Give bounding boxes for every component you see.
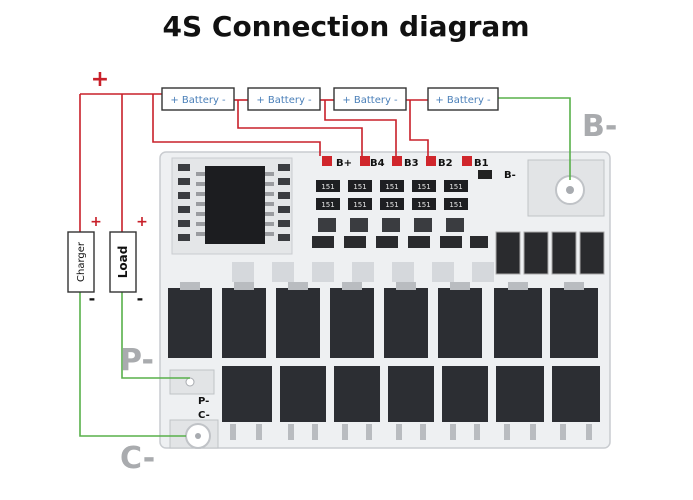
resistor-marking: 151 xyxy=(449,183,462,191)
resistor-marking: 151 xyxy=(321,183,334,191)
resistor-marking: 151 xyxy=(321,201,334,209)
charger-minus-label: - xyxy=(89,289,96,308)
battery-3-label: + Battery - xyxy=(342,95,398,106)
charger-plus-label: + xyxy=(90,214,102,230)
shunt-resistors xyxy=(495,231,605,275)
mosfet-legs-bottom xyxy=(230,424,592,440)
charger-label: Charger xyxy=(76,241,87,282)
resistor-marking: 151 xyxy=(385,183,398,191)
p-minus-pad-label: P- xyxy=(198,396,209,407)
balance-pads: B+ B4 B3 B2 B1 xyxy=(322,156,492,179)
load-plus-label: + xyxy=(136,214,148,230)
mosfet-tabs-top xyxy=(180,282,584,290)
pad-label-b2: B2 xyxy=(438,158,453,169)
b-minus-pad: B- xyxy=(504,159,605,217)
battery-4: + Battery - xyxy=(427,87,499,111)
positive-terminal-label: + xyxy=(91,67,109,92)
diagram-title: 4S Connection diagram xyxy=(163,10,530,43)
pad-label-b3: B3 xyxy=(404,158,419,169)
c-minus-label: C- xyxy=(120,441,155,476)
mosfet-row-bottom xyxy=(222,366,600,422)
smd-part xyxy=(478,170,492,179)
load: Load + - xyxy=(109,214,148,308)
positive-wires xyxy=(79,93,430,232)
pad-label-b4: B4 xyxy=(370,158,385,169)
c-minus-pad-label: C- xyxy=(198,410,210,421)
mosfet-row-top xyxy=(168,288,598,358)
control-ic-area xyxy=(171,157,293,255)
load-label: Load xyxy=(116,246,130,279)
pad-label-b-plus: B+ xyxy=(336,158,352,169)
board-tabs xyxy=(232,262,494,282)
resistor-marking: 151 xyxy=(417,183,430,191)
resistor-marking: 151 xyxy=(417,201,430,209)
pad-label-b1: B1 xyxy=(474,158,489,169)
p-c-pad-area: P- C- xyxy=(169,369,219,449)
battery-1: + Battery - xyxy=(161,87,235,111)
resistor-marking: 151 xyxy=(353,183,366,191)
b-minus-pad-label: B- xyxy=(504,170,516,181)
resistor-marking: 151 xyxy=(385,201,398,209)
balance-resistors: 151 151 151 151 151 151 151 151 151 151 xyxy=(312,180,488,248)
battery-2: + Battery - xyxy=(247,87,321,111)
resistor-marking: 151 xyxy=(449,201,462,209)
battery-1-label: + Battery - xyxy=(170,95,226,106)
battery-3: + Battery - xyxy=(333,87,407,111)
battery-2-label: + Battery - xyxy=(256,95,312,106)
b-minus-label: B- xyxy=(582,109,617,144)
control-ic xyxy=(205,166,265,244)
charger: Charger + - xyxy=(67,214,102,308)
resistor-marking: 151 xyxy=(353,201,366,209)
battery-4-label: + Battery - xyxy=(435,95,491,106)
negative-wires xyxy=(79,97,571,437)
load-minus-label: - xyxy=(137,289,144,308)
p-minus-label: P- xyxy=(120,343,154,378)
